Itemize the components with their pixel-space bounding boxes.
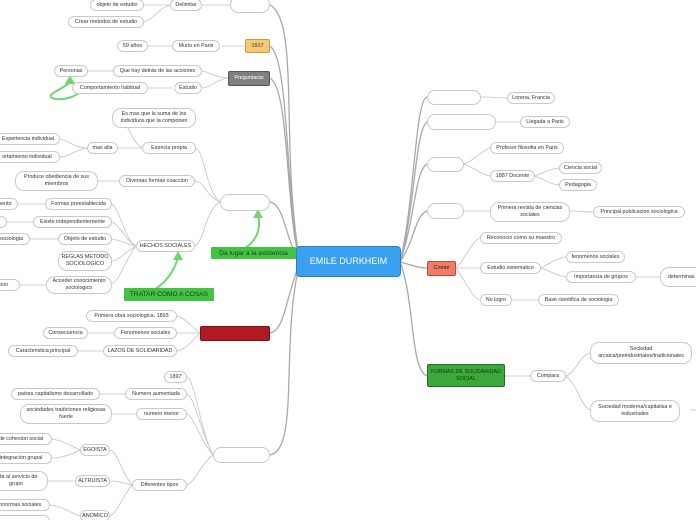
node-base-cientifica[interactable]: Base cientifica de sociologia (538, 294, 619, 306)
node-preguntas[interactable]: Preguntarás (228, 71, 270, 86)
node-sociedades-religiosas[interactable]: sociedades tradiciones religiosas fuerte (20, 404, 112, 424)
node-right-empty-4[interactable] (427, 203, 464, 219)
node-vida-servicio[interactable]: vida al servicio de grupo (0, 471, 48, 491)
node-personas[interactable]: Personas (54, 65, 88, 77)
node-lazos-solidaridad[interactable]: LAZOS DE SOLIDARIDAD (103, 345, 177, 357)
node-right-empty-3[interactable] (427, 157, 464, 172)
node-anomico[interactable]: ANOMICO (80, 510, 110, 520)
node-llegada-paris[interactable]: Llegada a Paris (520, 116, 570, 128)
node-comportamiento-individual[interactable]: ortamiento individual (0, 151, 60, 163)
node-numero-aumentada[interactable]: Numero aumentada (125, 388, 187, 400)
node-objeto-de-estudio[interactable]: Objeto de estudio (58, 233, 112, 245)
node-sociedad-arcaica[interactable]: Sociedad arcaica/preindustriales/tradici… (590, 342, 692, 364)
node-diferentes-tipos[interactable]: Diferentes tipos (132, 479, 187, 491)
node-existe-independientemente[interactable]: Existe independientemente (33, 216, 112, 228)
node-hechos-empty[interactable] (220, 194, 270, 211)
relation-label-da-lugar[interactable]: Da lugar a la existencia (211, 247, 296, 259)
node-principal-publicacion[interactable]: Principal publicacion sociologica (593, 206, 685, 218)
node-reglas-metodo[interactable]: REGLAS METODO SOCIOLOGICO (58, 251, 112, 271)
node-integracion-grupal[interactable]: integracion grupal (0, 452, 52, 464)
node-mento[interactable]: mento (0, 198, 18, 210)
node-profesor-filosofia[interactable]: Profesor filosofia en Paris (490, 142, 564, 154)
node-estudio[interactable]: Estudio (174, 82, 202, 94)
node-no-logro[interactable]: No logro (480, 294, 512, 306)
node-cohesion-social[interactable]: de cohesion social (0, 433, 52, 445)
node-coaccion[interactable]: ccion (0, 279, 20, 291)
node-ciencia-social[interactable]: Ciencia social (559, 162, 602, 174)
node-primera-obra[interactable]: Primera obra sociologica, 1893 (86, 310, 177, 322)
node-reconocio-maestro[interactable]: Reconocio como su maestro (480, 232, 562, 244)
node-esencia-propia[interactable]: Esencia propia (142, 142, 196, 154)
node-sociologia[interactable]: sociologia (0, 233, 30, 245)
node-paises-capitalismo[interactable]: paises capitalismo desarrollado (11, 388, 100, 400)
node-acceder-conocimiento[interactable]: Acceder conocimiento sociologico (46, 276, 112, 294)
node-1887-docente[interactable]: 1887 Docente (490, 170, 535, 182)
node-bottom-partial[interactable] (0, 515, 50, 520)
node-produce-obediencia[interactable]: Produce obediencia de sus miembros (15, 171, 98, 191)
relation-label-tratar-como-cosas[interactable]: TRATAR COMO A COSAS (124, 288, 214, 301)
node-altruista[interactable]: ALTRUISTA (75, 475, 110, 487)
node-formas-solidaridad[interactable]: FORMAS DE SOLIDARIDAD SOCIAL (427, 364, 505, 387)
node-formas-preestablecida[interactable]: Formas preestablecida (45, 198, 112, 210)
node-estudio-sistematico[interactable]: Estudio sistematico (480, 262, 541, 274)
node-suicidio-empty[interactable] (213, 447, 270, 463)
node-fenomenos-sociales-left[interactable]: Fenomenos sociales (114, 327, 177, 339)
node-primera-revista[interactable]: Primera revista de ciencias sociales (490, 202, 570, 222)
node-right-empty-2[interactable] (427, 114, 496, 130)
node-importancia-grupos[interactable]: Importancia de grupos (566, 271, 636, 283)
node-caracteristica-principal[interactable]: Caracteristica principal (8, 345, 78, 357)
node-right-empty-1[interactable] (427, 90, 481, 105)
node-es-mas-suma[interactable]: Es mas que la suma de los individuos que… (112, 108, 196, 128)
node-objeto-estudio[interactable]: objeto de estudio (90, 0, 144, 11)
node-numero-menor[interactable]: numero menor (136, 408, 187, 420)
node-consecuencia[interactable]: Consecuencia (43, 327, 88, 339)
node-pedagogia[interactable]: Pedagogia (559, 179, 597, 191)
node-fenomenos-sociales-right[interactable]: fenomenos sociales (566, 251, 625, 263)
node-mas-alla[interactable]: mas alla (87, 142, 118, 154)
node-1897[interactable]: 1897 (164, 371, 187, 383)
node-determinas-hu[interactable]: determinas hu (660, 267, 696, 287)
node-crear-metodos[interactable]: Crear metodos de estudio (68, 16, 144, 28)
node-murio-paris[interactable]: Murio en Paris (172, 40, 220, 52)
node-year-1917[interactable]: 1917 (245, 39, 270, 53)
root-node[interactable]: EMILE DURKHEIM (296, 246, 401, 277)
node-solidaridad-red[interactable] (200, 326, 270, 341)
node-sociedad-moderna[interactable]: Sociedad moderna/capitalisa e industrial… (590, 400, 680, 422)
node-hechos-sociales[interactable]: HECHOS SOCIALES (136, 240, 195, 252)
node-diversas-formas-coaccion[interactable]: Diversas formas coaccion (119, 175, 195, 187)
node-experiencia-individual[interactable]: Experiencia individual (0, 133, 60, 145)
node-delimitar[interactable]: Delimitar (170, 0, 202, 11)
node-top-empty[interactable] (230, 0, 270, 13)
node-lorena-francia[interactable]: Lorena, Francia (507, 92, 555, 104)
node-comportamiento-habitual[interactable]: Comportamiento habitual (72, 82, 148, 94)
node-compara[interactable]: Compara (530, 370, 566, 382)
node-que-hay-detras[interactable]: Que hay detrás de las acciones (113, 65, 202, 77)
node-59-anios[interactable]: 59 años (117, 40, 148, 52)
node-egoista[interactable]: EGOISTA (80, 444, 110, 456)
node-comte[interactable]: Comte (427, 261, 456, 276)
node-normas-sociales[interactable]: e nnormas sociales (0, 499, 50, 511)
